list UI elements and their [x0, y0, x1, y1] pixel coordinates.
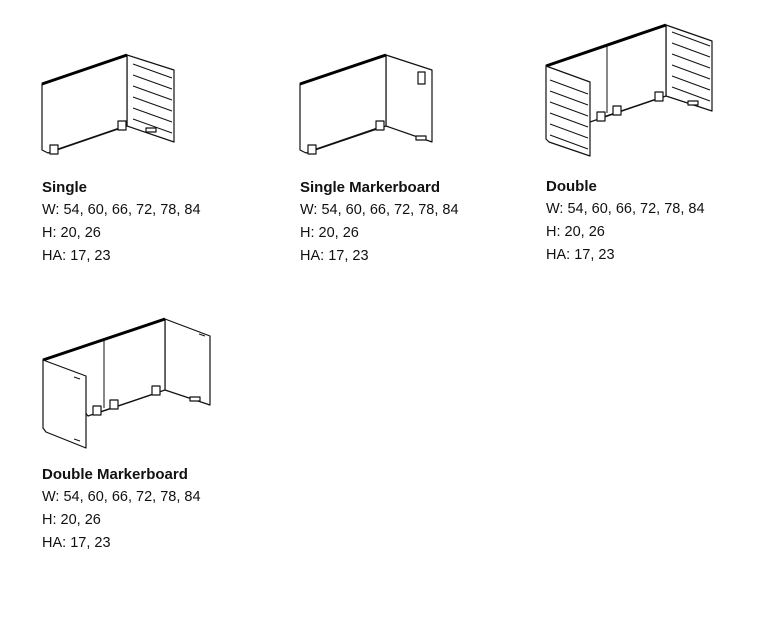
- product-double-markerboard: Double Markerboard W: 54, 60, 66, 72, 78…: [42, 463, 201, 555]
- product-single-markerboard: Single Markerboard W: 54, 60, 66, 72, 78…: [300, 176, 459, 268]
- product-title: Single: [42, 179, 88, 196]
- width-options: W: 54, 60, 66, 72, 78, 84: [42, 489, 201, 505]
- single-markerboard-illustration: [299, 53, 433, 155]
- ha-options: HA: 17, 23: [546, 247, 615, 263]
- height-options: H: 20, 26: [546, 224, 605, 240]
- product-title: Double Markerboard: [42, 466, 188, 483]
- height-options: H: 20, 26: [42, 512, 101, 528]
- ha-options: HA: 17, 23: [42, 535, 111, 551]
- product-title: Single Markerboard: [300, 179, 441, 196]
- double-markerboard-illustration: [42, 317, 211, 449]
- product-single: Single W: 54, 60, 66, 72, 78, 84 H: 20, …: [42, 176, 201, 268]
- ha-options: HA: 17, 23: [42, 248, 111, 264]
- ha-options: HA: 17, 23: [300, 248, 369, 264]
- double-illustration: [545, 23, 713, 157]
- product-double: Double W: 54, 60, 66, 72, 78, 84 H: 20, …: [546, 175, 705, 267]
- single-illustration: [41, 53, 175, 155]
- height-options: H: 20, 26: [42, 225, 101, 241]
- width-options: W: 54, 60, 66, 72, 78, 84: [42, 202, 201, 218]
- width-options: W: 54, 60, 66, 72, 78, 84: [546, 201, 705, 217]
- height-options: H: 20, 26: [300, 225, 359, 241]
- product-title: Double: [546, 178, 597, 195]
- width-options: W: 54, 60, 66, 72, 78, 84: [300, 202, 459, 218]
